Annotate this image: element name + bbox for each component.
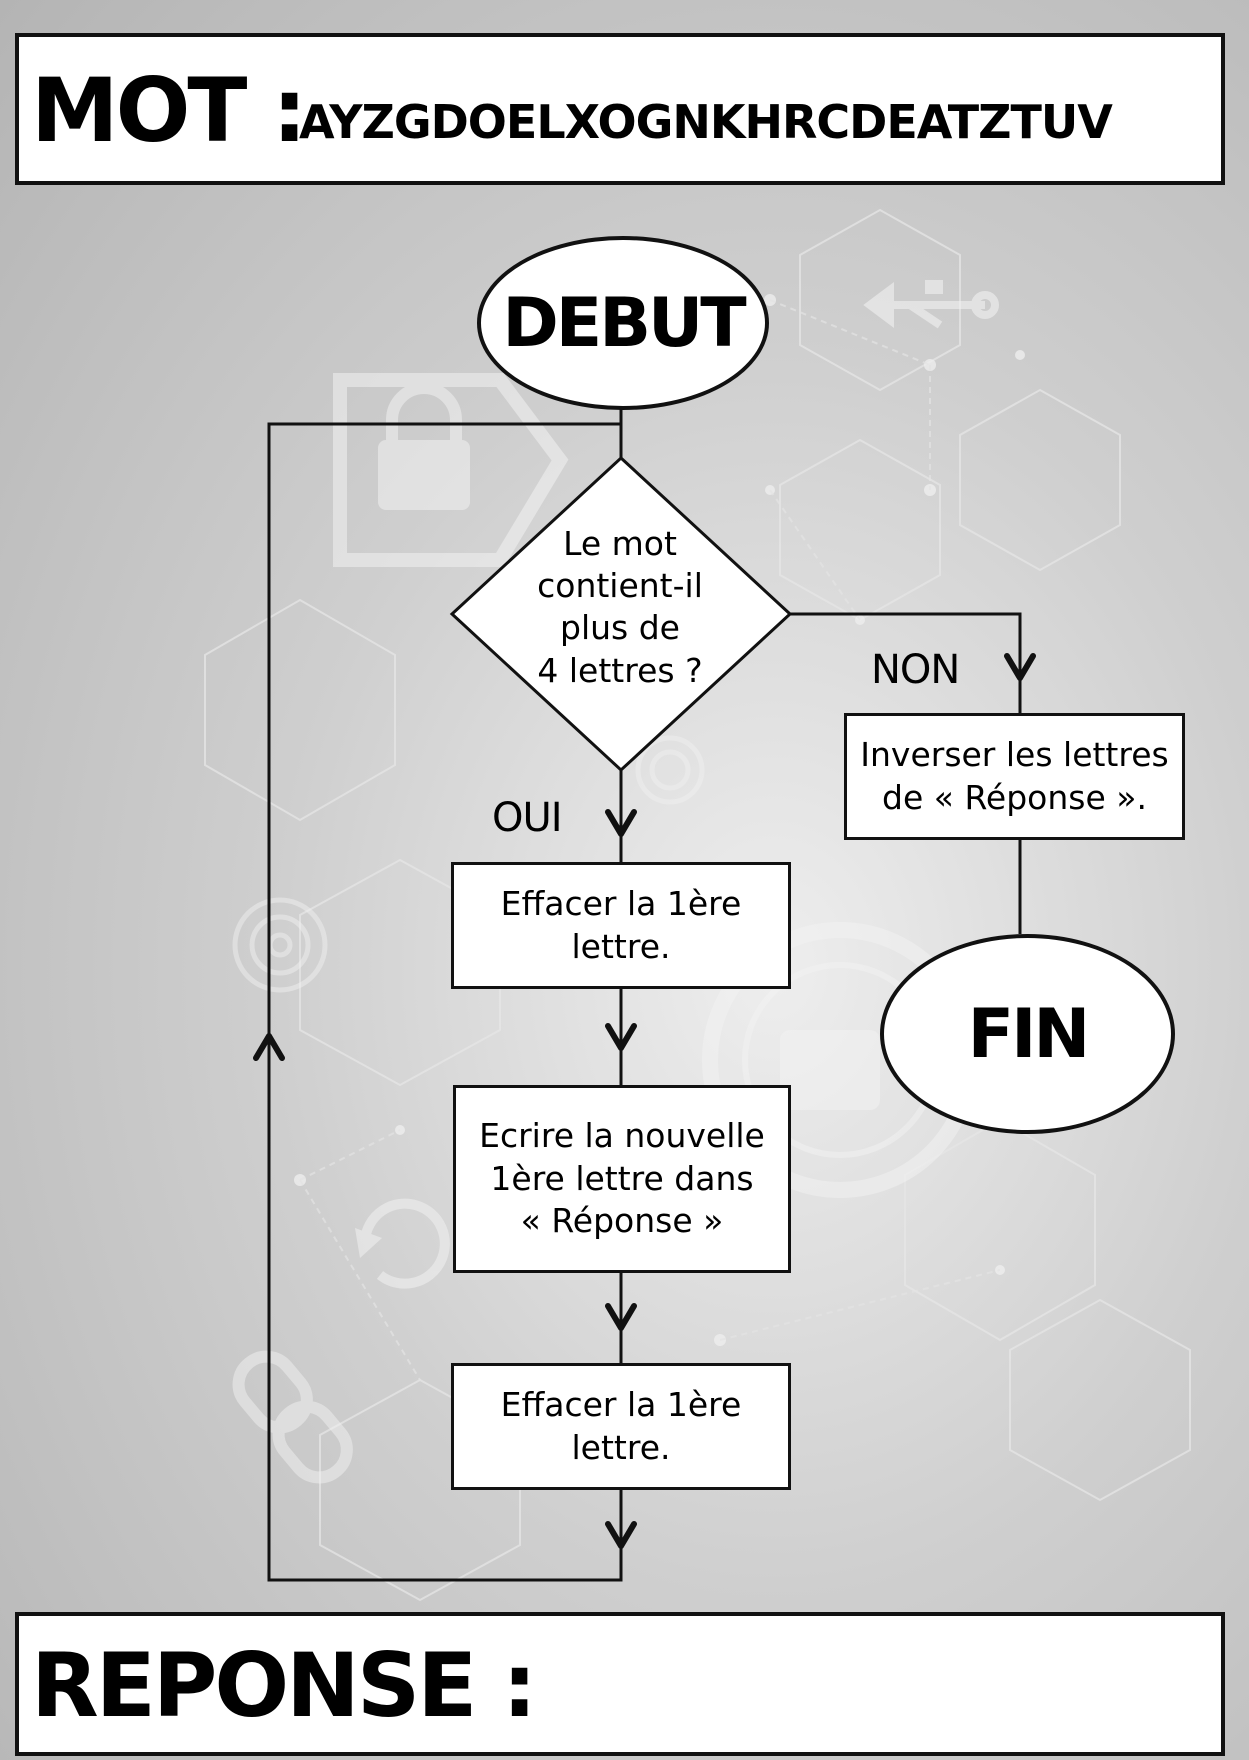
step-line: lettre. xyxy=(571,926,671,966)
link-icon xyxy=(232,1350,353,1484)
erase-first-letter-step-2: Effacer la 1ère lettre. xyxy=(451,1363,791,1490)
refresh-icon xyxy=(355,1198,450,1289)
answer-label: REPONSE : xyxy=(31,1634,537,1737)
step-line: « Réponse » xyxy=(520,1201,724,1241)
decision-diamond xyxy=(449,455,793,773)
arrowhead-step2 xyxy=(605,1023,637,1051)
arrowhead-loop-up xyxy=(253,1033,285,1061)
padlock-icon xyxy=(333,373,569,567)
word-panel: MOT : AYZGDOELXOGNKHRCDEATZTUV xyxy=(15,33,1225,185)
arrowhead-loop-down xyxy=(605,1521,637,1549)
word-label: MOT : xyxy=(31,59,307,162)
step-line: de « Réponse ». xyxy=(882,777,1147,817)
yes-branch-label: OUI xyxy=(492,795,563,841)
usb-icon xyxy=(863,280,999,329)
word-value: AYZGDOELXOGNKHRCDEATZTUV xyxy=(299,95,1113,149)
answer-panel: REPONSE : xyxy=(15,1612,1225,1756)
decision-text: Le mot contient-il plus de 4 lettres ? xyxy=(520,523,720,692)
arrowhead-step3 xyxy=(605,1303,637,1331)
step-line: Ecrire la nouvelle xyxy=(479,1115,765,1155)
invert-letters-step: Inverser les lettres de « Réponse ». xyxy=(844,713,1185,840)
step-line: Inverser les lettres xyxy=(860,734,1169,774)
step-line: 1ère lettre dans xyxy=(490,1158,754,1198)
step-line: lettre. xyxy=(571,1427,671,1467)
decision-line: contient-il xyxy=(537,566,703,606)
write-letter-step: Ecrire la nouvelle 1ère lettre dans « Ré… xyxy=(453,1085,791,1273)
decision-line: Le mot xyxy=(563,524,677,563)
decision-line: plus de xyxy=(560,608,680,648)
step-line: Effacer la 1ère xyxy=(500,1384,742,1424)
end-node: FIN xyxy=(880,934,1175,1134)
decision-line: 4 lettres ? xyxy=(537,650,703,690)
arrowhead-oui xyxy=(605,809,637,837)
start-node: DEBUT xyxy=(477,236,769,410)
no-branch-label: NON xyxy=(871,647,960,693)
step-line: Effacer la 1ère xyxy=(500,883,742,923)
arrowhead-non xyxy=(1004,653,1036,681)
erase-first-letter-step: Effacer la 1ère lettre. xyxy=(451,862,791,989)
